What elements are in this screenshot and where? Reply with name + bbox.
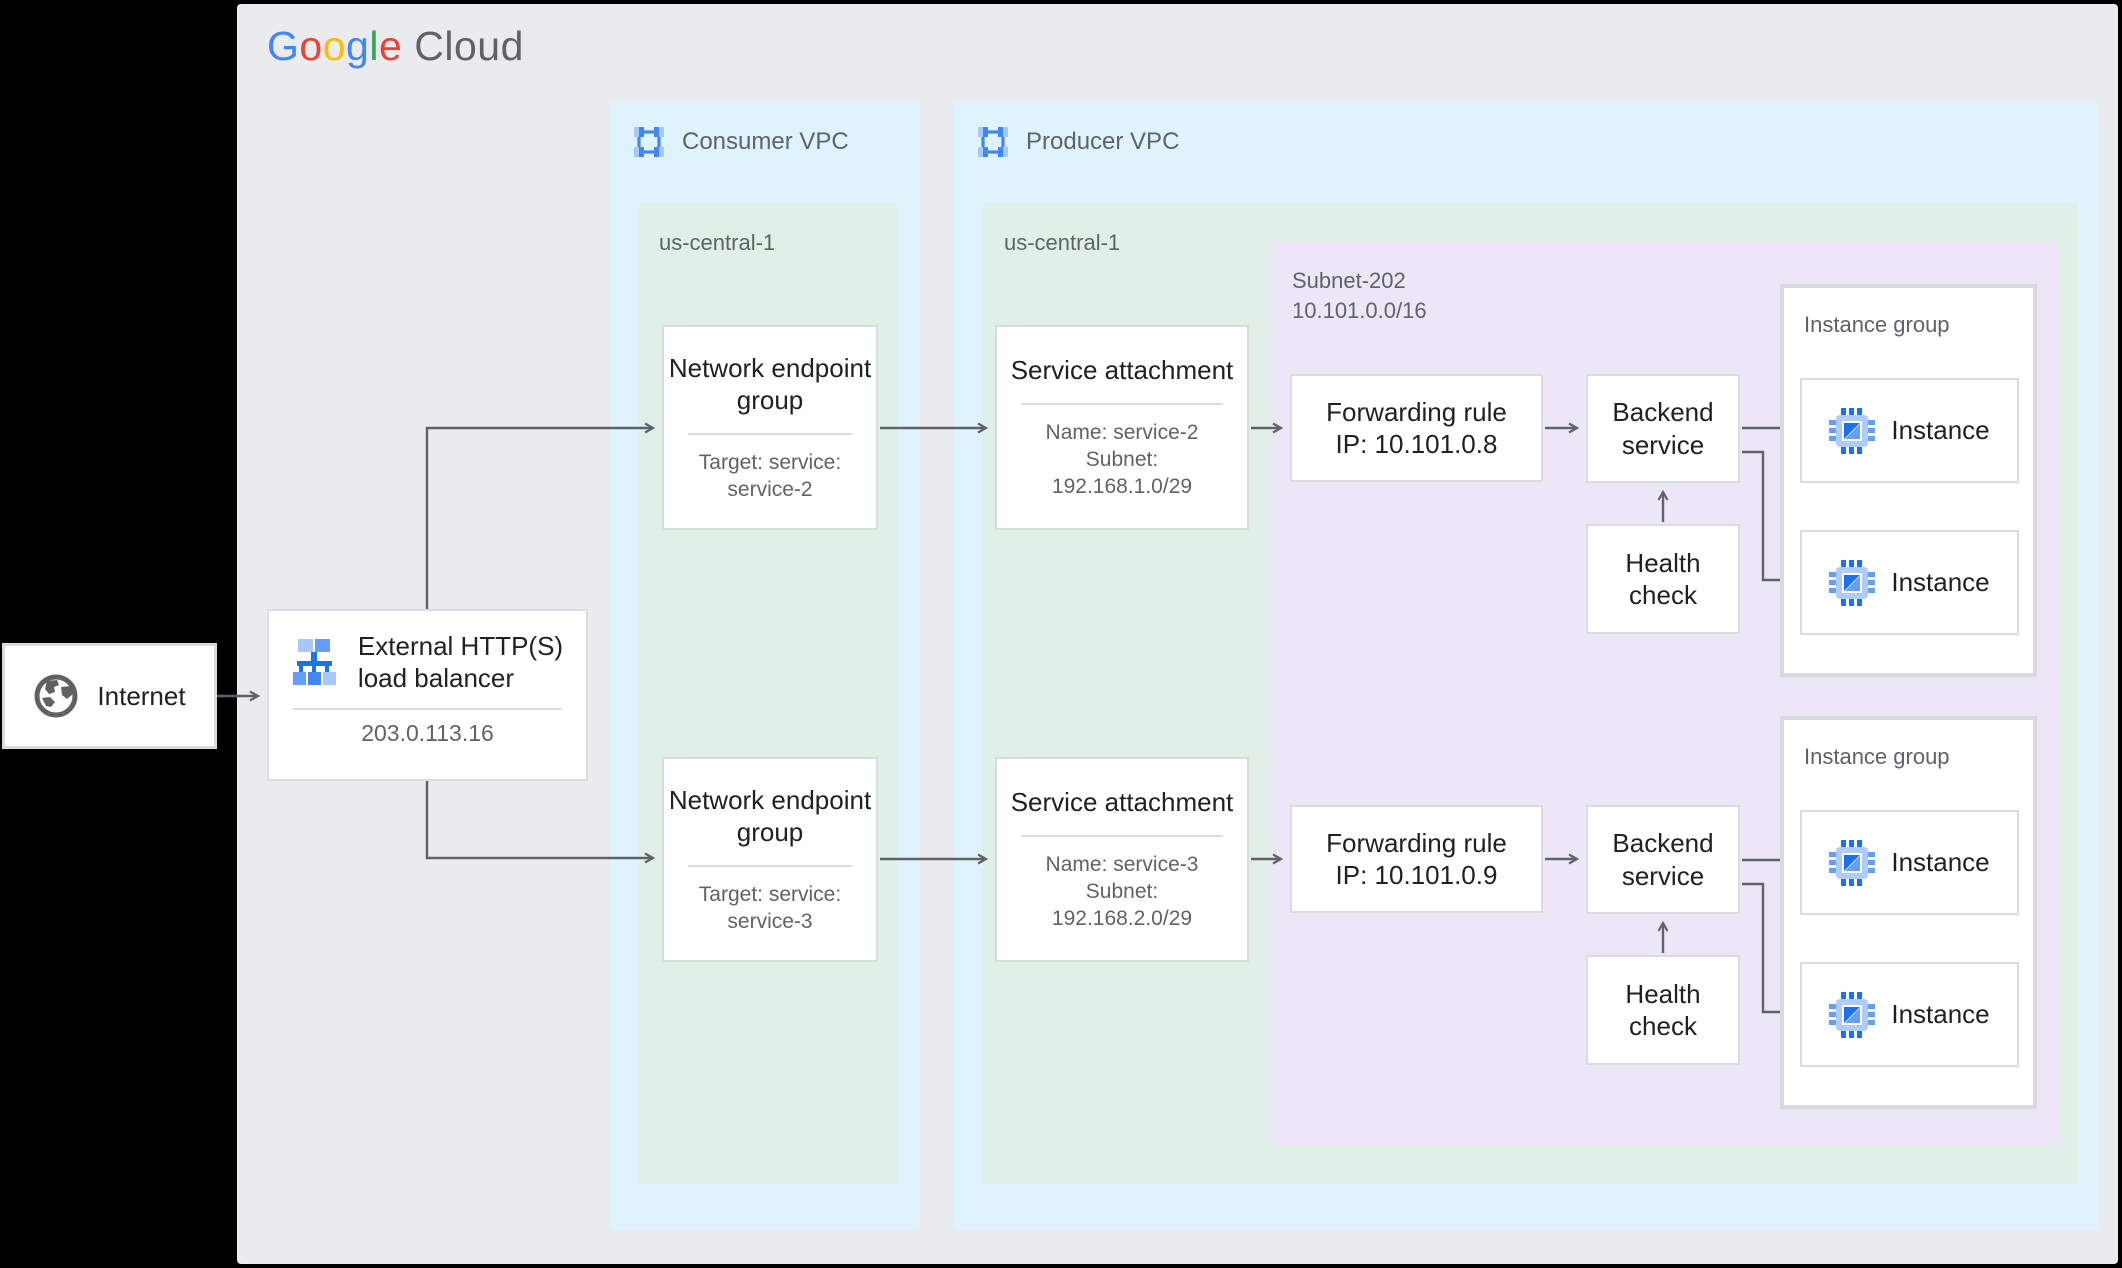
producer-region-label: us-central-1 [1004, 230, 1121, 255]
health-check-1: Health check [1586, 524, 1740, 634]
producer-vpc-header: Producer VPC [976, 125, 1179, 159]
internet-label: Internet [97, 680, 186, 711]
internet-node: Internet [2, 643, 217, 749]
vpc-network-icon [978, 127, 1008, 157]
sa2-name: Name: service-3 [1045, 852, 1199, 876]
logo-letter: l [369, 23, 379, 69]
sa1-name: Name: service-2 [1045, 420, 1199, 444]
consumer-region-label: us-central-1 [659, 230, 776, 255]
fr2-line1: Forwarding rule [1326, 827, 1507, 858]
network-endpoint-group-2: Network endpoint group Target: service: … [662, 757, 878, 962]
forwarding-rule-2: Forwarding rule IP: 10.101.0.9 [1290, 805, 1543, 913]
logo-letter: o [299, 23, 323, 69]
compute-instance-icon [1829, 991, 1876, 1038]
instance-2-label: Instance [1891, 567, 1990, 597]
backend-service-1: Backend service [1586, 374, 1740, 483]
neg1-target-line1: Target: service: [698, 450, 842, 474]
consumer-vpc-label: Consumer VPC [682, 128, 849, 155]
load-balancer-title-line1: External HTTP(S) [357, 631, 564, 661]
service-attachment-1: Service attachment Name: service-2 Subne… [995, 325, 1249, 530]
divider [1021, 402, 1223, 405]
divider [688, 432, 852, 435]
subnet-name: Subnet-202 [1292, 268, 1406, 293]
instance-group-2: Instance group Instance [1780, 716, 2037, 1109]
instance-3-label: Instance [1891, 847, 1990, 877]
neg2-target-line2: service-3 [727, 910, 813, 933]
neg2-target-line1: Target: service: [698, 882, 842, 906]
instance-4: Instance [1800, 962, 2019, 1067]
instance-group-1-label: Instance group [1804, 312, 1950, 337]
logo-letter: G [267, 23, 300, 69]
subnet-label: Subnet-202 10.101.0.0/16 [1292, 266, 1427, 325]
hc1-label: Health check [1625, 547, 1701, 611]
hc2-label: Health check [1625, 978, 1701, 1042]
instance-group-2-label: Instance group [1804, 744, 1950, 769]
neg2-title: Network endpoint group [668, 784, 872, 848]
subnet-cidr: 10.101.0.0/16 [1292, 297, 1427, 323]
sa1-title: Service attachment [1010, 355, 1234, 386]
sa1-subnet-label: Subnet: [1085, 448, 1159, 472]
sa2-subnet-label: Subnet: [1085, 880, 1159, 904]
fr2-ip: IP: 10.101.0.9 [1335, 860, 1498, 890]
neg1-target-line2: service-2 [727, 478, 813, 501]
globe-icon [34, 674, 78, 718]
compute-instance-icon [1829, 839, 1876, 886]
sa2-title: Service attachment [1010, 787, 1234, 818]
instance-4-label: Instance [1891, 999, 1990, 1029]
load-balancer-icon [292, 638, 336, 685]
forwarding-rule-1: Forwarding rule IP: 10.101.0.8 [1290, 374, 1543, 482]
logo-letter: g [346, 23, 370, 69]
compute-instance-icon [1829, 559, 1876, 606]
vpc-network-icon [634, 127, 664, 157]
instance-group-1: Instance group Instance [1780, 284, 2037, 677]
compute-instance-icon [1829, 407, 1876, 454]
instance-1-label: Instance [1891, 415, 1990, 445]
sa1-subnet-cidr: 192.168.1.0/29 [1051, 475, 1193, 499]
network-endpoint-group-1: Network endpoint group Target: service: … [662, 325, 878, 530]
load-balancer-ip: 203.0.113.16 [361, 720, 494, 747]
instance-2: Instance [1800, 530, 2019, 635]
fr1-ip: IP: 10.101.0.8 [1335, 429, 1498, 459]
bs2-label: Backend service [1612, 828, 1714, 891]
load-balancer-title-line2: load balancer [357, 662, 515, 693]
instance-3: Instance [1800, 810, 2019, 915]
bs1-label: Backend service [1612, 397, 1714, 460]
divider [293, 708, 562, 711]
producer-vpc-label: Producer VPC [1026, 128, 1180, 155]
load-balancer-node: External HTTP(S) load balancer 203.0.113… [267, 609, 588, 781]
neg1-title: Network endpoint group [668, 352, 872, 416]
sa2-subnet-cidr: 192.168.2.0/29 [1051, 907, 1193, 931]
health-check-2: Health check [1586, 955, 1740, 1065]
google-cloud-logo: G o o g l e Cloud [267, 26, 524, 67]
logo-cloud-text: Cloud [414, 23, 524, 69]
fr1-line1: Forwarding rule [1326, 396, 1507, 427]
logo-letter: o [322, 23, 347, 69]
logo-letter: e [378, 23, 403, 69]
divider [1021, 834, 1223, 837]
load-balancer-title: External HTTP(S) load balancer [358, 631, 563, 694]
service-attachment-2: Service attachment Name: service-3 Subne… [995, 757, 1249, 962]
consumer-vpc-header: Consumer VPC [632, 125, 849, 159]
backend-service-2: Backend service [1586, 805, 1740, 914]
instance-1: Instance [1800, 378, 2019, 483]
divider [688, 864, 852, 867]
